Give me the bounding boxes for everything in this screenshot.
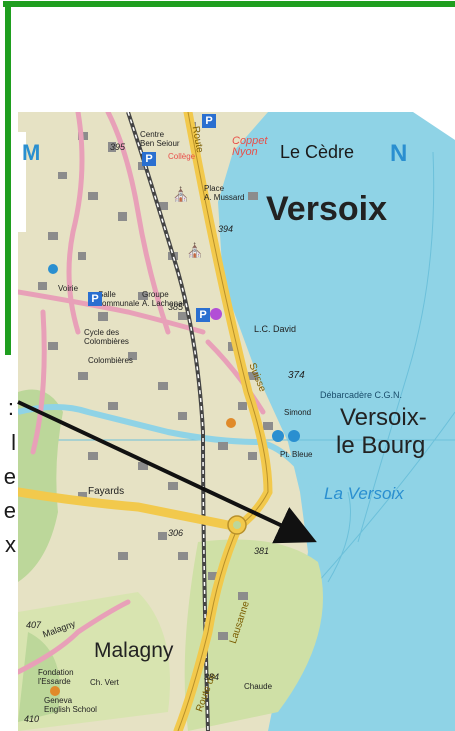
elevation-label: 410 <box>24 714 40 724</box>
label-geneva-english-school: Geneva English School <box>44 696 97 714</box>
label-debarcadere: Débarcadère C.G.N. <box>320 390 403 400</box>
parking-icon: P <box>88 292 102 306</box>
label-pt-bleue: Pt. Bleue <box>280 450 313 459</box>
caption-text-line: : <box>7 395 14 420</box>
label-place-mussard: Place A. Mussard <box>204 184 245 202</box>
elevation-label: 394 <box>218 224 234 234</box>
label-college: Collège <box>168 152 196 161</box>
label-lc-david: L.C. David <box>254 324 297 334</box>
label-fondation-essarde: Fondation l'Essarde <box>38 668 74 686</box>
label-coppet-nyon: Coppet Nyon <box>232 135 268 158</box>
elevation-label: 374 <box>288 370 305 381</box>
church-icon: ⛪ <box>186 242 204 258</box>
place-malagny: Malagny <box>94 639 174 662</box>
poi-icon <box>226 418 236 428</box>
caption-text-line: e <box>3 464 16 489</box>
station-icon <box>272 430 284 442</box>
caption-text-line: x <box>5 532 16 557</box>
caption-text-line: e <box>3 498 16 523</box>
elevation-label: 385 <box>168 302 184 312</box>
elevation-label: 407 <box>26 620 42 630</box>
label-fayards: Fayards <box>88 486 125 497</box>
compass-label-left: M <box>22 140 41 165</box>
label-cycle-colombieres: Cycle des Colombières <box>84 328 129 346</box>
place-versoix: Versoix <box>266 190 387 228</box>
parking-icon: P <box>202 114 216 128</box>
label-st-simond: Simond <box>284 408 312 417</box>
label-salle-communale: Salle communale <box>98 290 140 308</box>
place-versoix-le-bourg-1: Versoix- <box>340 404 427 431</box>
label-chaude: Chaude <box>244 682 273 691</box>
poi-icon <box>50 686 60 696</box>
elevation-label: 395 <box>110 142 126 152</box>
poi-icon <box>48 264 58 274</box>
parking-icon: P <box>196 308 210 322</box>
label-colombieres: Colombières <box>88 356 133 365</box>
label-ch-vert: Ch. Vert <box>90 678 119 687</box>
post-office-icon <box>210 308 222 320</box>
parking-icon: P <box>142 152 156 166</box>
label-la-versoix: La Versoix <box>324 484 404 503</box>
place-le-cedre: Le Cèdre <box>280 142 355 162</box>
elevation-label: 306 <box>168 528 184 538</box>
map-panel[interactable]: M N Le Cèdre Versoix Débarcadère C.G.N. … <box>18 112 455 731</box>
station-icon <box>288 430 300 442</box>
caption-text-line: l <box>11 430 16 455</box>
label-voirie: Voirie <box>58 284 79 293</box>
label-groupe-lachenal: Groupe A. Lachenal <box>142 290 185 308</box>
compass-north-label: N <box>390 140 408 167</box>
church-icon: ⛪ <box>172 186 190 202</box>
label-centre-ben-seiour: Centre Ben Seiour <box>140 130 180 148</box>
lake-geneva <box>218 112 455 731</box>
elevation-label: 381 <box>254 546 270 556</box>
place-versoix-le-bourg-2: le Bourg <box>336 432 426 459</box>
elevation-label: 384 <box>204 672 220 682</box>
